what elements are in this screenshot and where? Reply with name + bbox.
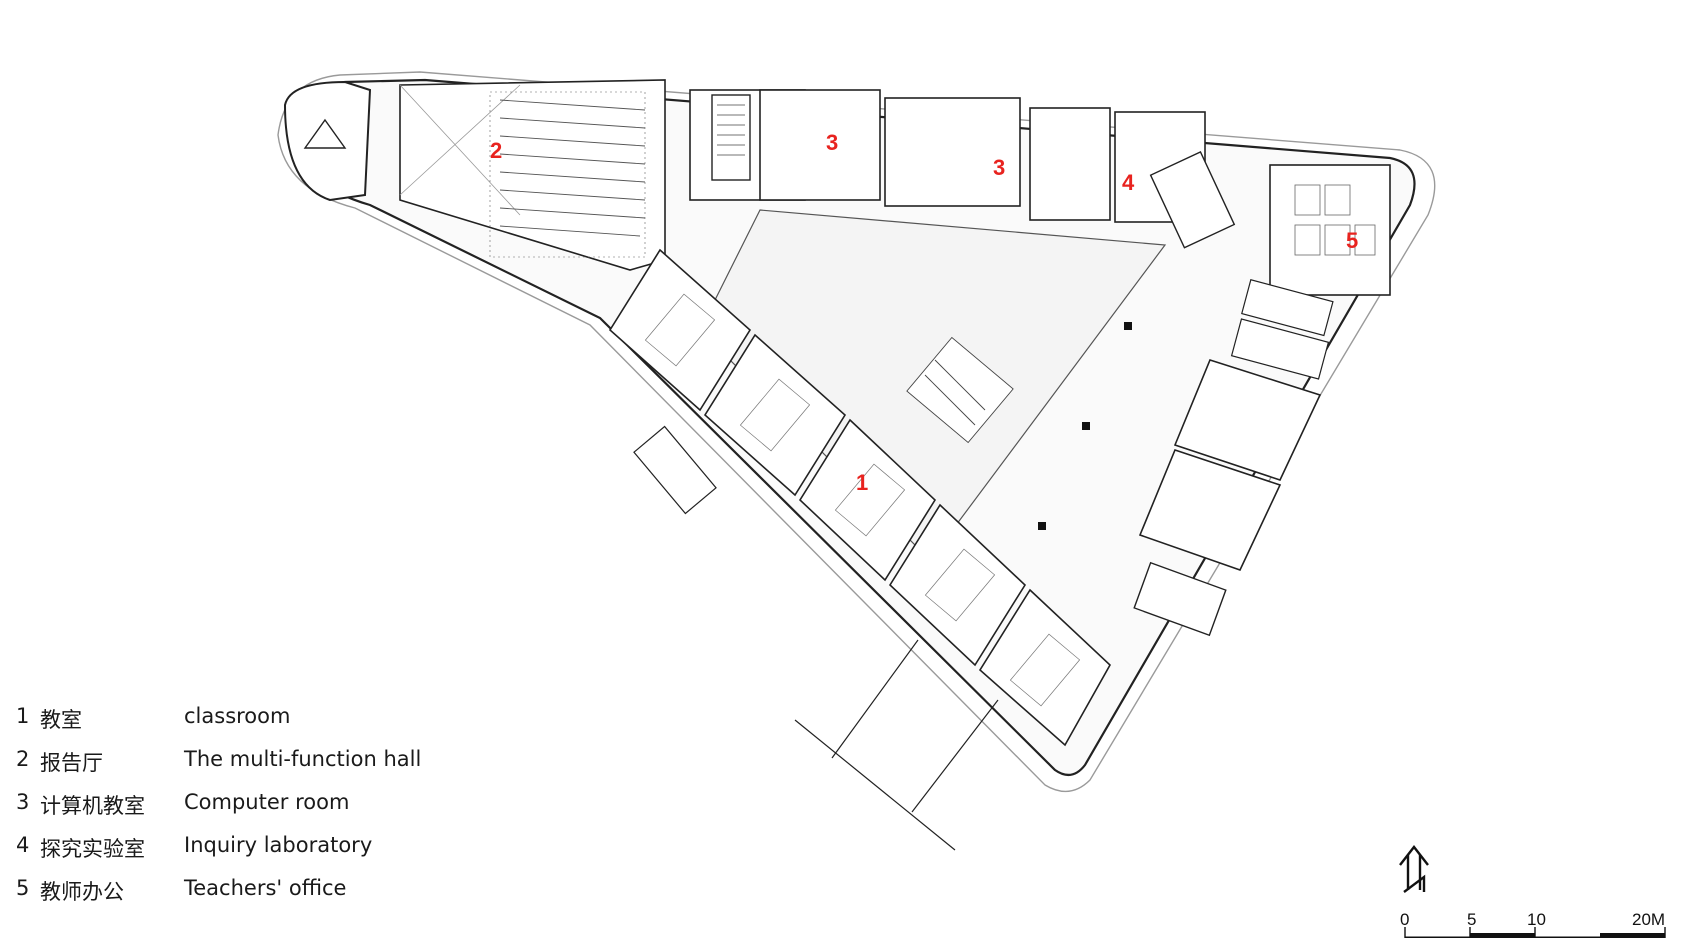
legend-label-english: Computer room (184, 790, 350, 814)
scale-tick-20m: 20M (1632, 910, 1665, 929)
room-label-computer-1: 3 (826, 130, 838, 155)
courtyard-stair (906, 336, 1014, 444)
room-label-office: 5 (1346, 228, 1358, 253)
room-label-classroom: 1 (856, 470, 868, 495)
legend-label-chinese: 教师办公 (40, 880, 124, 904)
toilets (1230, 278, 1334, 380)
north-rooms (689, 89, 1206, 223)
legend-item-computer-room: 3 计算机教室 Computer room (16, 790, 436, 820)
legend-label-chinese: 计算机教室 (40, 794, 145, 818)
west-stair-tower (283, 80, 372, 202)
classroom-desks (644, 293, 1081, 707)
west-classrooms (608, 248, 1112, 747)
legend-label-chinese: 教室 (40, 708, 82, 732)
legend-label-english: The multi-function hall (184, 747, 422, 771)
legend-label-chinese: 探究实验室 (40, 837, 145, 861)
entrance-lines (633, 425, 999, 851)
legend-label-chinese: 报告厅 (40, 751, 103, 775)
room-label-lab: 4 (1122, 170, 1135, 195)
legend-number: 5 (16, 876, 30, 900)
legend-item-laboratory: 4 探究实验室 Inquiry laboratory (16, 833, 436, 863)
room-label-computer-2: 3 (993, 155, 1005, 180)
east-classrooms (1138, 359, 1322, 571)
courtyard-columns (1038, 322, 1132, 530)
scale-tick-0: 0 (1400, 910, 1409, 929)
multi-function-hall (399, 79, 666, 271)
legend-label-english: Teachers' office (184, 876, 347, 900)
north-stair (711, 94, 751, 181)
scale-tick-10: 10 (1527, 910, 1546, 929)
legend-label-english: Inquiry laboratory (184, 833, 373, 857)
legend-number: 1 (16, 704, 30, 728)
legend-label-english: classroom (184, 704, 291, 728)
legend-number: 2 (16, 747, 30, 771)
legend-item-hall: 2 报告厅 The multi-function hall (16, 747, 436, 777)
legend-item-teachers-office: 5 教师办公 Teachers' office (16, 876, 436, 906)
scale-tick-5: 5 (1467, 910, 1476, 929)
teachers-office (1269, 164, 1391, 296)
room-label-hall: 2 (490, 138, 502, 163)
north-arrow-icon (1399, 845, 1429, 893)
south-east-stair (1133, 561, 1227, 637)
legend-number: 4 (16, 833, 30, 857)
legend-number: 3 (16, 790, 30, 814)
scale-bar: 0 5 10 20M (1400, 910, 1666, 938)
east-stair (1149, 150, 1236, 249)
legend-item-classroom: 1 教室 classroom (16, 704, 436, 734)
